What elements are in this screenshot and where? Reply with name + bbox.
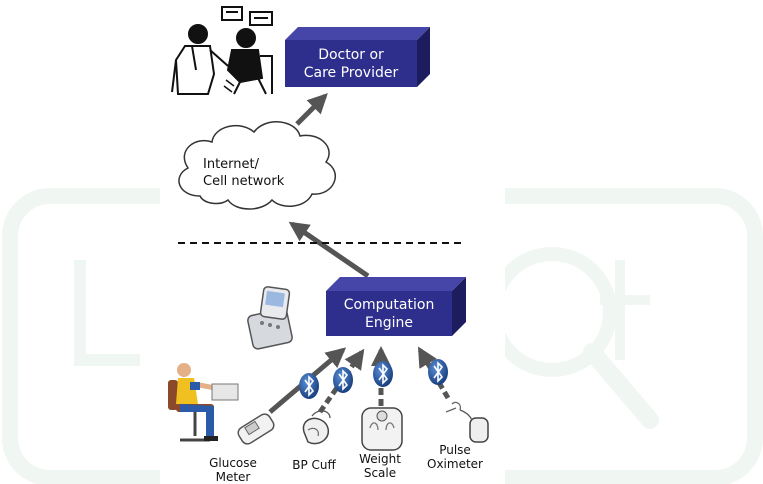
computation-engine-box	[326, 277, 466, 336]
glucose-label-line2: Meter	[215, 470, 251, 484]
network-cloud	[178, 121, 337, 210]
bp-cuff-device	[302, 410, 331, 445]
pulse-oximeter-device	[445, 401, 489, 443]
pulse-label-line2: Oximeter	[427, 457, 483, 471]
arrow-network-to-doctor	[295, 93, 328, 126]
computation-label-line2: Engine	[365, 315, 413, 331]
patient-icon	[168, 363, 239, 442]
doctor-box-line2: Care Provider	[303, 65, 399, 81]
network-label-line1: Internet/	[203, 157, 259, 172]
bluetooth-icon	[333, 367, 353, 393]
bp-label-line1: BP Cuff	[292, 458, 336, 472]
weight-scale-device	[361, 407, 403, 451]
glucose-meter-device	[237, 413, 275, 445]
network-label-line2: Cell network	[203, 174, 285, 189]
glucose-meter-label: Glucose Meter	[200, 456, 266, 484]
bp-cuff-label: BP Cuff	[284, 458, 344, 472]
doctor-box	[285, 27, 430, 87]
bluetooth-icon	[299, 373, 319, 399]
weight-label-line2: Scale	[363, 466, 397, 480]
mobile-phone-icon	[247, 286, 293, 350]
network-cloud-label: Internet/ Cell network	[203, 156, 323, 190]
doctor-box-label: Doctor or Care Provider	[285, 46, 417, 82]
bluetooth-icon	[373, 361, 393, 387]
pulse-label-line1: Pulse	[439, 443, 471, 457]
doctor-patient-icon	[171, 6, 273, 95]
weight-label-line1: Weight	[359, 452, 401, 466]
glucose-label-line1: Glucose	[209, 456, 257, 470]
computation-engine-label: Computation Engine	[326, 296, 452, 332]
computation-label-line1: Computation	[343, 297, 435, 313]
doctor-box-line1: Doctor or	[318, 47, 384, 63]
pulse-oximeter-label: Pulse Oximeter	[420, 443, 490, 471]
weight-scale-label: Weight Scale	[350, 452, 410, 480]
bluetooth-icon	[428, 359, 448, 385]
arrow-engine-to-network	[288, 221, 370, 279]
